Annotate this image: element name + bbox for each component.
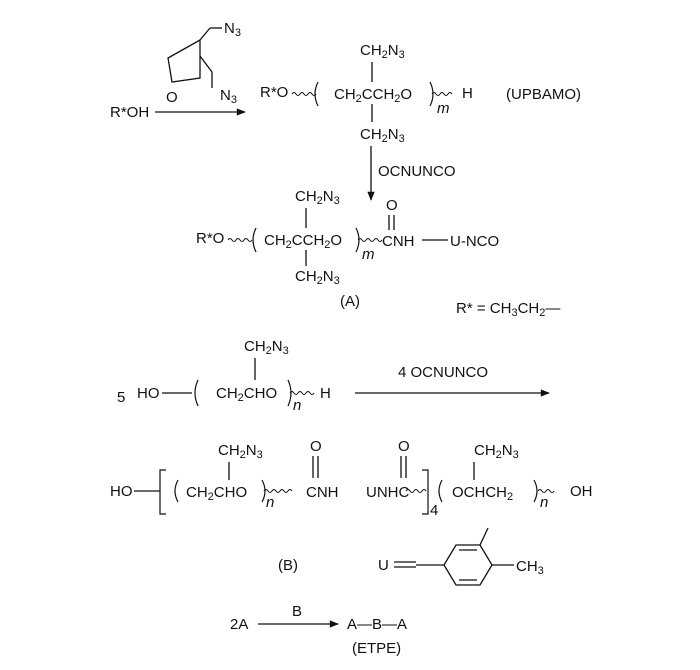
upbamo-product: R*O CH2N3 CH2CCH2O CH2N3 m H (UPBAMO) (260, 42, 581, 145)
bracket-left (314, 81, 319, 107)
a-bottom: CH2N3 (295, 268, 340, 287)
bracket-left (252, 227, 257, 253)
wavy-bond (431, 92, 453, 96)
bracket-right (287, 379, 292, 407)
bracket-left (194, 379, 199, 407)
u-ch3: CH3 (516, 558, 544, 577)
ring-methyl-bond (479, 527, 489, 546)
upbamo-end: H (462, 85, 473, 102)
b-sub2: n (540, 494, 548, 511)
upbamo-name: (UPBAMO) (506, 86, 581, 103)
prepolymer-a: R*O CH2N3 CH2CCH2O CH2N3 m O CNH U-NCO (… (196, 188, 499, 310)
a-start: R*O (196, 230, 224, 247)
a-subscript: m (362, 246, 375, 263)
a-carbonyl-o: O (386, 197, 398, 214)
upbamo-subscript: m (437, 100, 450, 117)
bracket-right (533, 479, 538, 503)
b-top1: CH2N3 (218, 442, 263, 461)
oxetane-n3-bottom: N3 (220, 87, 237, 106)
step3-backbone: CH2CHO (216, 385, 277, 404)
oxetane-arm-bottom (199, 55, 213, 73)
prepolymer-b: HO CH2N3 CH2CHO n O CNH UNHC O 4 CH2N3 O… (110, 438, 593, 574)
step3-coef: 5 (117, 389, 125, 406)
u-label: U (378, 557, 389, 574)
step3-reactant: 5 HO CH2N3 CH2CHO n H (117, 338, 331, 414)
b-backbone1: CH2CHO (186, 484, 247, 503)
a-end: U-NCO (450, 233, 499, 250)
oxetane-oxygen: O (166, 89, 178, 106)
oxetane-n3-top: N3 (224, 20, 241, 39)
step3-reagent: 4 OCNUNCO (398, 364, 488, 381)
wavy-bond (227, 238, 253, 242)
reactant-alcohol: R*OH (110, 104, 149, 121)
bracket-right (261, 479, 266, 503)
step5-name: (ETPE) (352, 640, 401, 657)
b-end: OH (570, 483, 593, 500)
wavy-bond (405, 489, 427, 493)
step1-oxetane-monomer: N3 N3 O (166, 20, 241, 106)
step3-end: H (320, 385, 331, 402)
upbamo-backbone: CH2CCH2O (334, 86, 412, 105)
step2-reagent: OCNUNCO (378, 163, 456, 180)
b-top2: CH2N3 (474, 442, 519, 461)
b-sub1: n (266, 494, 274, 511)
wavy-bond (357, 238, 383, 242)
a-label: (A) (340, 293, 360, 310)
a-backbone: CH2CCH2O (264, 232, 342, 251)
outer-bracket-right (422, 469, 429, 515)
b-link1: CNH (306, 484, 339, 501)
b-carbonyl1: O (310, 438, 322, 455)
b-carbonyl2: O (398, 438, 410, 455)
wavy-bond (291, 92, 317, 96)
a-link: CNH (382, 233, 415, 250)
a-top: CH2N3 (295, 188, 340, 207)
oxetane-ring (167, 38, 201, 83)
benzene-ring-icon (443, 544, 493, 586)
upbamo-top: CH2N3 (360, 42, 405, 61)
wavy-bond (289, 391, 315, 395)
oxetane-arm-top (199, 27, 211, 41)
b-link2: UNHC (366, 484, 409, 501)
b-sub4: 4 (430, 502, 438, 519)
bracket-left (438, 479, 443, 503)
bracket-left (174, 479, 179, 503)
wavy-bond (263, 489, 293, 493)
step5-reagent: B (292, 603, 302, 620)
step3-start: HO (137, 385, 160, 402)
bracket-right (355, 227, 360, 253)
u-definition: U CH3 (378, 527, 544, 586)
b-start: HO (110, 483, 133, 500)
wavy-bond (537, 489, 555, 493)
b-backbone2: OCHCH2 (452, 484, 513, 503)
b-label: (B) (278, 557, 298, 574)
upbamo-bottom: CH2N3 (360, 126, 405, 145)
step5-left: 2A (230, 616, 248, 633)
step3-top: CH2N3 (244, 338, 289, 357)
bracket-right (429, 81, 434, 107)
step3-subscript: n (293, 397, 301, 414)
step5-product: A—B—A (347, 616, 407, 633)
upbamo-start: R*O (260, 84, 288, 101)
outer-bracket-left (159, 469, 166, 515)
r-definition: R* = CH3CH2— (456, 300, 560, 319)
